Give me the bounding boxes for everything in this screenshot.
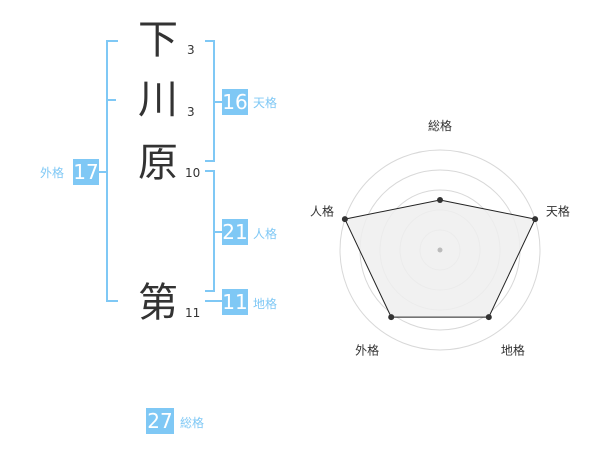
radar-axis-label-5: 人格: [310, 204, 334, 219]
radar-point-5: [341, 216, 348, 223]
jinkaku-label: 人格: [253, 227, 278, 241]
chikaku-label: 地格: [253, 297, 278, 311]
name-char-3: 原: [138, 140, 178, 186]
tenkaku-bracket-connector: [215, 101, 222, 103]
name-char-1-strokes: 3: [187, 43, 195, 57]
soukaku-label: 総格: [180, 416, 205, 430]
chikaku-bracket-connector: [205, 300, 222, 302]
radar-axis-label-1: 総格: [428, 118, 452, 133]
tenkaku-badge: 16: [222, 89, 248, 115]
soukaku-badge: 27: [146, 408, 174, 434]
name-char-2-strokes: 3: [187, 105, 195, 119]
gaikaku-bracket-tick: [106, 99, 116, 101]
radar-axis-label-4: 外格: [355, 342, 379, 357]
chikaku-badge: 11: [222, 289, 248, 315]
gaikaku-bracket-connector: [98, 171, 106, 173]
name-char-1: 下: [138, 17, 178, 63]
radar-axis-label-3: 地格: [501, 342, 525, 357]
tenkaku-label: 天格: [253, 96, 278, 110]
name-char-4-strokes: 11: [185, 306, 201, 320]
name-char-3-strokes: 10: [185, 166, 201, 180]
radar-point-2: [532, 216, 539, 223]
name-char-4: 第: [138, 280, 178, 326]
radar-axis-label-2: 天格: [546, 204, 570, 219]
radar-point-1: [437, 197, 443, 203]
jinkaku-badge: 21: [222, 219, 248, 245]
radar-point-4: [388, 314, 395, 321]
jinkaku-bracket: [205, 170, 215, 292]
gaikaku-label: 外格: [40, 166, 65, 180]
gaikaku-badge: 17: [73, 159, 99, 185]
radar-center-point: [437, 247, 443, 253]
name-char-2: 川: [138, 77, 178, 123]
tenkaku-bracket: [205, 40, 215, 162]
radar-grid-ring: [339, 149, 541, 351]
radar-point-3: [485, 314, 492, 321]
jinkaku-bracket-connector: [215, 231, 222, 233]
radar-series-polygon: [344, 199, 536, 318]
gaikaku-bracket: [106, 40, 118, 302]
